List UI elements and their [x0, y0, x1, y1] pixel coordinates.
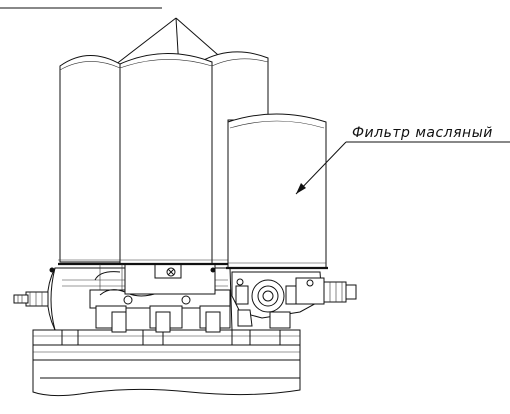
- inlet-fitting-left: [13, 267, 55, 307]
- oil-filter-head: [231, 271, 357, 329]
- oil-filter-callout: Фильтр масляный: [295, 125, 510, 195]
- fuel-filter-canister-left: [59, 55, 121, 263]
- oil-filter-canister: [226, 113, 328, 270]
- oil-filter-label: Фильтр масляный: [352, 125, 493, 141]
- oil-arrowhead: [296, 183, 306, 194]
- base-plate: [32, 329, 301, 397]
- center-head-block: [124, 261, 216, 295]
- oil-leader-line: [295, 141, 347, 195]
- fuel-filter-canister-center: [119, 53, 213, 265]
